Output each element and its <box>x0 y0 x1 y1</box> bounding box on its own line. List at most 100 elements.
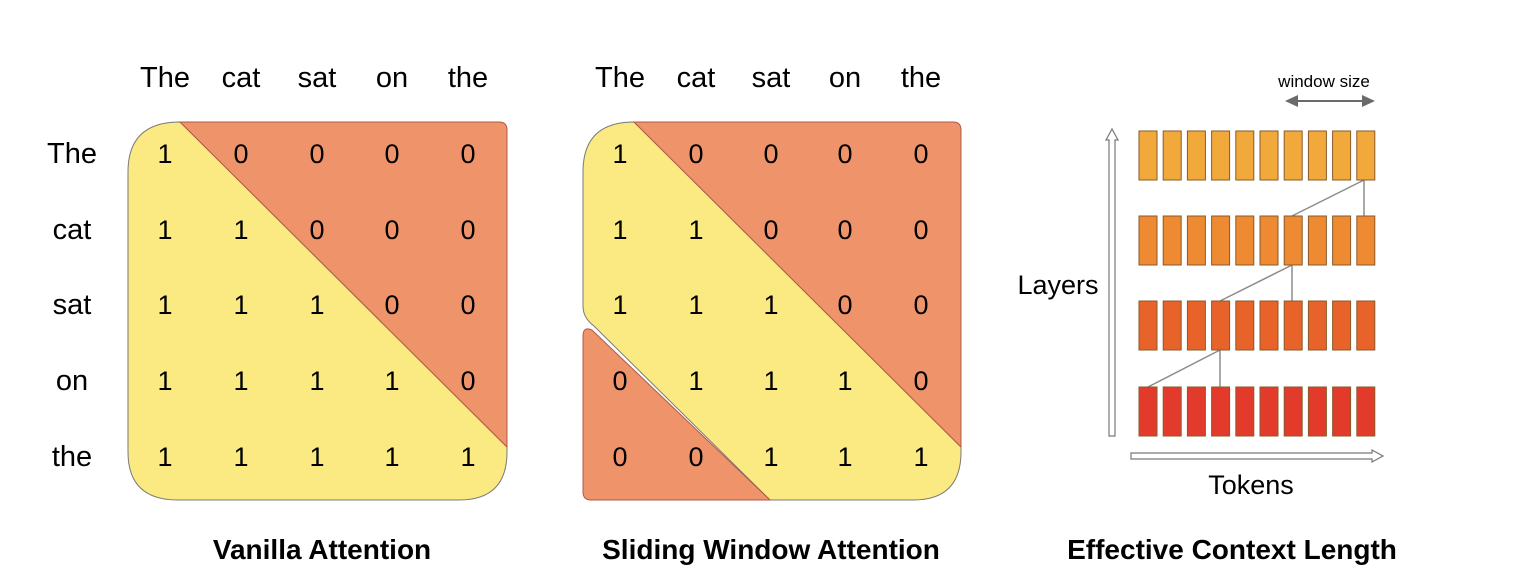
matrix-cell: 0 <box>460 215 475 245</box>
token-block <box>1307 300 1327 351</box>
matrix-cell: 0 <box>688 139 703 169</box>
matrix-cell: 1 <box>384 442 399 472</box>
matrix-cell: 1 <box>157 442 172 472</box>
matrix-cell: 1 <box>913 442 928 472</box>
matrix-cell: 1 <box>837 442 852 472</box>
token-block <box>1138 300 1158 351</box>
token-block <box>1186 130 1206 181</box>
matrix-cell: 1 <box>837 366 852 396</box>
matrix-cell: 0 <box>233 139 248 169</box>
column-header: The <box>140 62 190 94</box>
token-block <box>1211 215 1231 266</box>
token-block <box>1356 300 1376 351</box>
matrix-cell: 0 <box>612 366 627 396</box>
token-block <box>1283 386 1303 437</box>
token-block <box>1186 215 1206 266</box>
token-block <box>1356 215 1376 266</box>
token-block <box>1332 300 1352 351</box>
matrix-cell: 0 <box>837 139 852 169</box>
row-label: cat <box>53 214 92 246</box>
token-block <box>1186 386 1206 437</box>
matrix-cell: 1 <box>688 366 703 396</box>
token-block <box>1162 215 1182 266</box>
token-block <box>1259 300 1279 351</box>
token-block <box>1138 130 1158 181</box>
layers-axis-label: Layers <box>1017 270 1098 300</box>
matrix-cell: 1 <box>309 290 324 320</box>
matrix-cell: 0 <box>612 442 627 472</box>
matrix-cell: 0 <box>913 139 928 169</box>
effective-caption: Effective Context Length <box>1067 534 1397 565</box>
token-block <box>1332 386 1352 437</box>
matrix-cell: 0 <box>837 290 852 320</box>
matrix-cell: 1 <box>612 139 627 169</box>
vanilla-caption: Vanilla Attention <box>213 534 431 565</box>
token-block <box>1235 300 1255 351</box>
vanilla-masked-region <box>178 121 508 449</box>
matrix-cell: 1 <box>233 215 248 245</box>
matrix-cell: 0 <box>460 290 475 320</box>
matrix-cell: 0 <box>763 215 778 245</box>
matrix-cell: 1 <box>763 442 778 472</box>
matrix-cell: 0 <box>913 366 928 396</box>
token-block <box>1211 130 1231 181</box>
sliding-caption: Sliding Window Attention <box>602 534 940 565</box>
token-block <box>1235 215 1255 266</box>
vanilla-attend-region <box>127 121 508 501</box>
token-block <box>1259 215 1279 266</box>
matrix-cell: 0 <box>460 366 475 396</box>
matrix-cell: 1 <box>233 366 248 396</box>
layers-axis-arrow <box>1104 127 1120 437</box>
matrix-cell: 1 <box>460 442 475 472</box>
token-block <box>1356 386 1376 437</box>
matrix-cell: 1 <box>688 215 703 245</box>
effective-context-panel: window size Layers Tokens Effective Cont… <box>1017 72 1396 565</box>
token-block <box>1356 130 1376 181</box>
row-label: on <box>56 365 88 397</box>
row-label: the <box>52 441 92 473</box>
token-block <box>1138 386 1158 437</box>
receptive-field-lines <box>1147 179 1365 388</box>
sliding-attend-region <box>582 121 962 501</box>
column-header: cat <box>677 62 716 94</box>
tokens-axis-label: Tokens <box>1208 470 1294 500</box>
vanilla-attention-panel: The cat sat on the The cat sat on the 1 0… <box>47 62 508 565</box>
matrix-cell: 1 <box>233 290 248 320</box>
column-header: The <box>595 62 645 94</box>
matrix-cell: 1 <box>233 442 248 472</box>
matrix-cell: 0 <box>309 215 324 245</box>
sliding-column-headers: The cat sat on the <box>595 62 941 94</box>
matrix-cell: 1 <box>157 366 172 396</box>
token-block <box>1162 130 1182 181</box>
row-label: sat <box>53 289 92 321</box>
matrix-cell: 0 <box>688 442 703 472</box>
token-block <box>1211 386 1231 437</box>
column-header: sat <box>752 62 791 94</box>
token-block <box>1235 130 1255 181</box>
matrix-cell: 0 <box>913 215 928 245</box>
row-label: The <box>47 138 97 170</box>
vanilla-column-headers: The cat sat on the <box>140 62 488 94</box>
window-size-label: window size <box>1277 72 1370 91</box>
matrix-cell: 1 <box>309 442 324 472</box>
matrix-cell: 1 <box>157 290 172 320</box>
vanilla-row-labels: The cat sat on the <box>47 138 97 473</box>
sliding-masked-lower-region <box>582 328 772 501</box>
window-size-arrow <box>1285 95 1375 107</box>
token-block <box>1332 215 1352 266</box>
token-block <box>1259 130 1279 181</box>
matrix-cell: 1 <box>763 366 778 396</box>
token-block <box>1186 300 1206 351</box>
column-header: on <box>376 62 408 94</box>
token-block <box>1283 215 1303 266</box>
column-header: the <box>901 62 941 94</box>
matrix-cell: 1 <box>612 290 627 320</box>
token-block <box>1307 215 1327 266</box>
matrix-cell: 1 <box>157 139 172 169</box>
matrix-cell: 0 <box>384 139 399 169</box>
token-block <box>1138 215 1158 266</box>
